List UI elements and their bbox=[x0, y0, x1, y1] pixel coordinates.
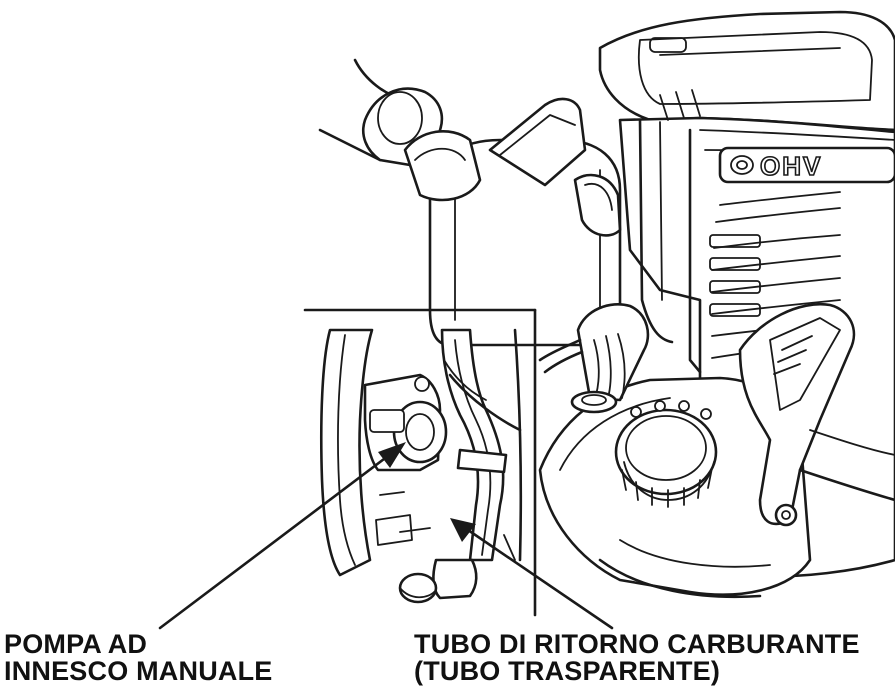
fuel-return-tube-label-line2: (TUBO TRASPARENTE) bbox=[414, 656, 721, 686]
air-cleaner bbox=[428, 97, 622, 347]
fuel-tank bbox=[538, 376, 812, 599]
primer-pump-label-line1: POMPA AD bbox=[4, 629, 148, 659]
return-tube-leader bbox=[450, 518, 614, 630]
primer-pump-label: POMPA AD INNESCO MANUALE bbox=[4, 631, 273, 685]
ohv-badge: OHV bbox=[718, 146, 895, 184]
fuel-return-tube-label-line1: TUBO DI RITORNO CARBURANTE bbox=[414, 629, 860, 659]
fuel-return-tube-label: TUBO DI RITORNO CARBURANTE (TUBO TRASPAR… bbox=[414, 631, 860, 685]
frame-bracket bbox=[738, 302, 895, 527]
detail-inset bbox=[303, 308, 537, 617]
primer-pump-label-line2: INNESCO MANUALE bbox=[4, 656, 273, 686]
fuel-hoses bbox=[538, 303, 650, 414]
primer-pump-leader bbox=[158, 442, 406, 630]
intake-elbow bbox=[318, 58, 482, 202]
svg-text:OHV: OHV bbox=[760, 151, 822, 181]
